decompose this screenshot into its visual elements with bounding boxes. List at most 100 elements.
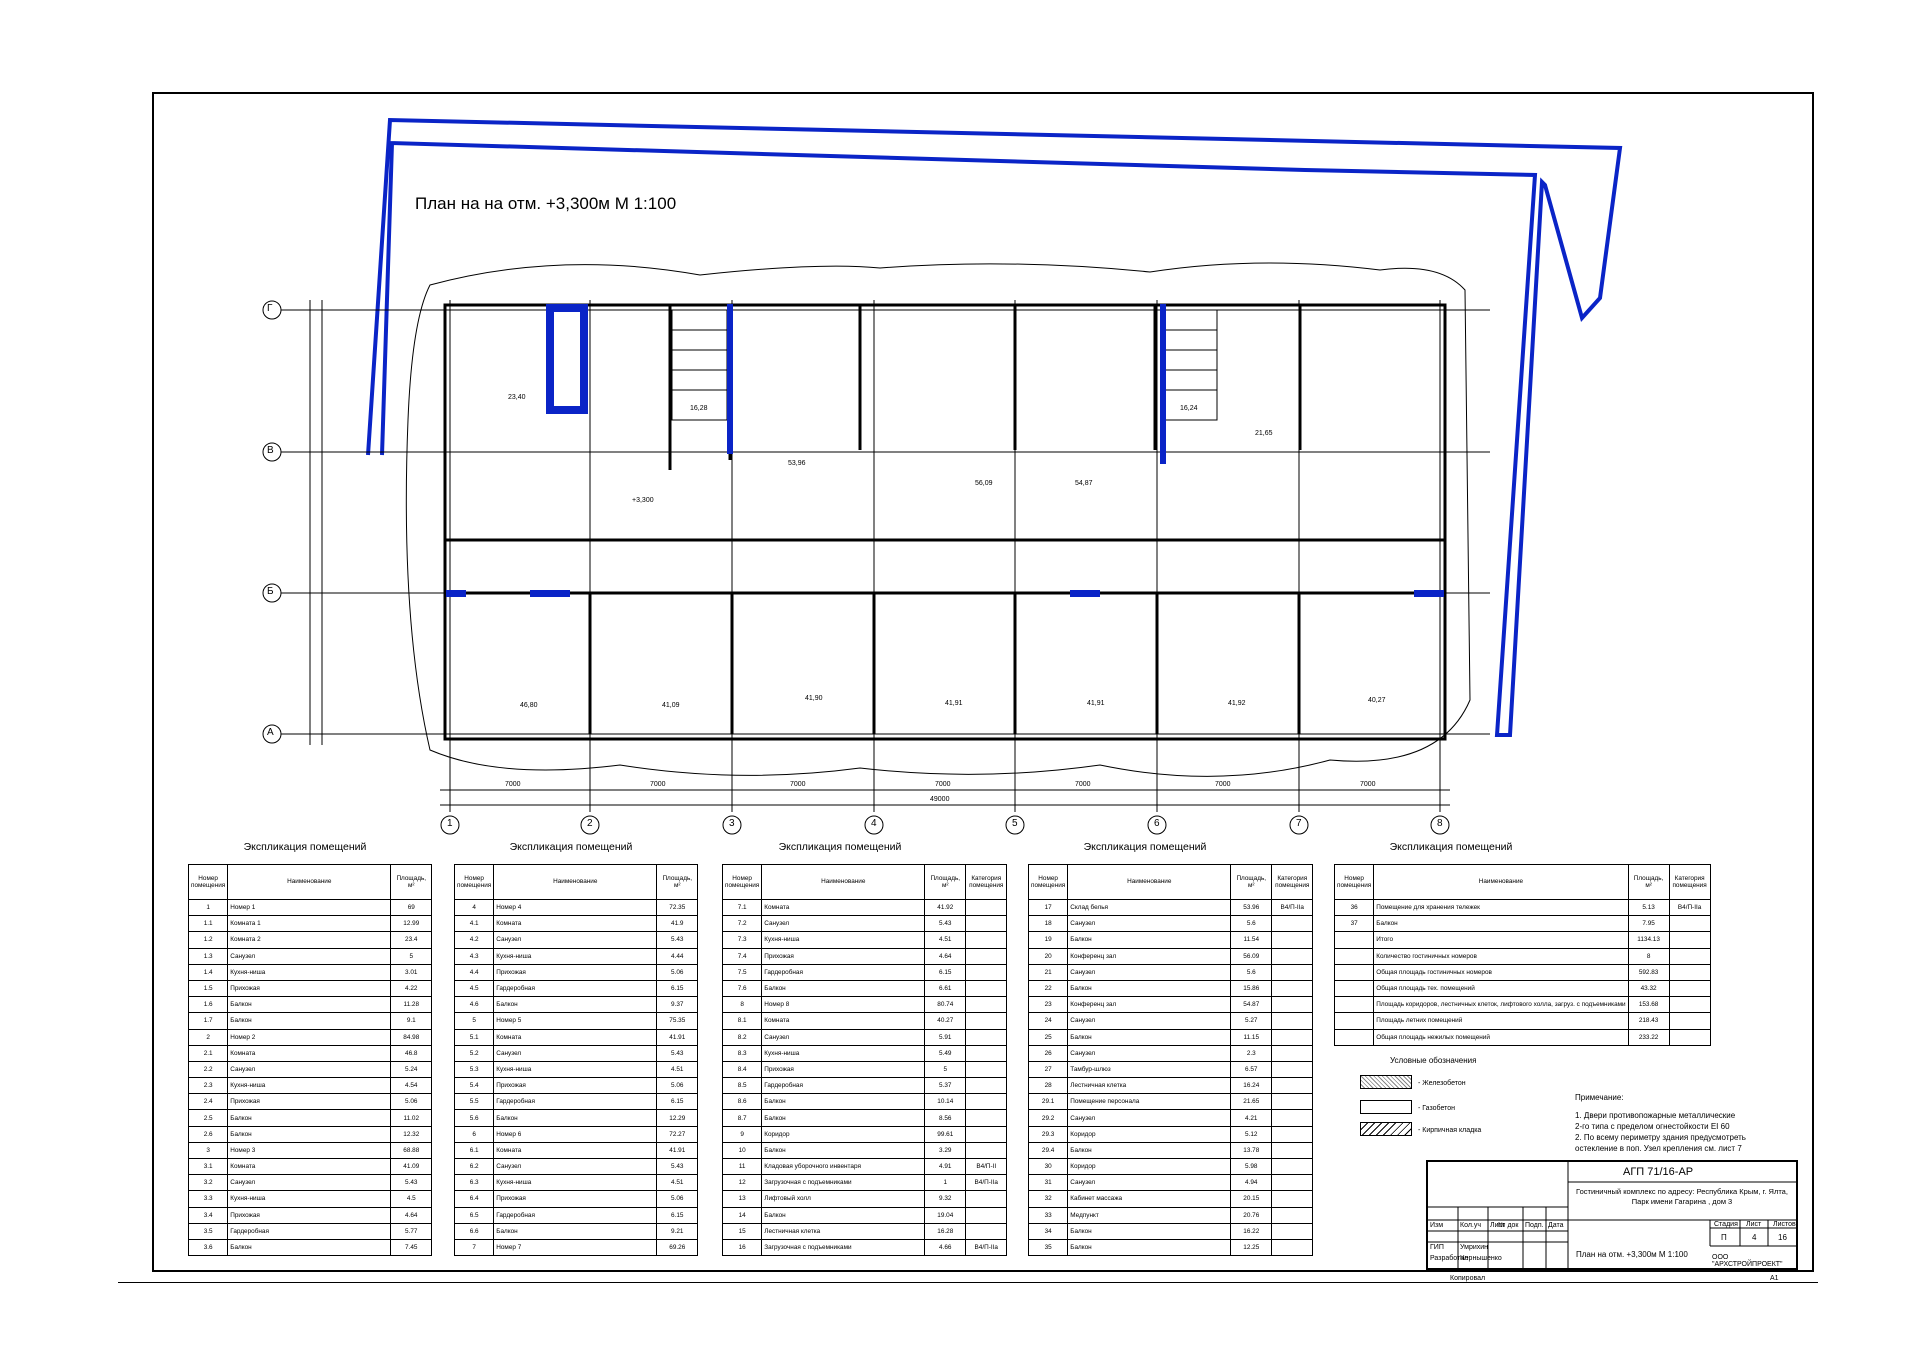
company-name: ООО "АРХСТРОЙПРОЕКТ" (1712, 1254, 1783, 1268)
table-cell: 15.86 (1230, 979, 1273, 998)
table-cell: Кабинет массажа (1067, 1190, 1232, 1208)
legend-title: Условные обозначения (1390, 1056, 1477, 1065)
table-cell: Санузел (1067, 915, 1232, 933)
schedule-header: Категория помещения (965, 864, 1008, 900)
table-cell (1271, 1028, 1314, 1046)
table-cell: Лифтовый холл (761, 1190, 926, 1208)
table-cell (1333, 979, 1375, 998)
table-cell: 23 (1027, 996, 1069, 1014)
table-cell: 5.24 (390, 1060, 433, 1079)
table-cell (1668, 1028, 1711, 1046)
table-cell (1271, 1238, 1314, 1257)
table-cell: 21 (1027, 963, 1069, 981)
table-cell: 6.3 (453, 1174, 495, 1192)
table-cell (1271, 1222, 1314, 1240)
schedule-header: Категория помещения (1668, 864, 1711, 900)
table-cell: 5.43 (390, 1174, 433, 1192)
table-cell: 2.2 (187, 1060, 229, 1079)
table-cell: 24 (1027, 1012, 1069, 1030)
project-code: АГП 71/16-АР (1623, 1166, 1694, 1178)
table-cell: 54.87 (1230, 996, 1273, 1014)
bay-dimension: 7000 (505, 781, 521, 788)
table-cell: Прихожая (493, 1190, 658, 1208)
table-cell: Общая площадь гостиничных номеров (1373, 963, 1629, 981)
legend-swatch-concrete (1360, 1075, 1412, 1089)
format-label: А1 (1770, 1275, 1779, 1282)
note-line: 1. Двери противопожарные металлические (1575, 1111, 1736, 1120)
table-cell: Номер 6 (493, 1125, 658, 1143)
table-cell: Балкон (1067, 931, 1232, 949)
table-cell: 12.25 (1230, 1238, 1273, 1257)
table-cell: 4.54 (390, 1077, 433, 1095)
axis-letter: Г (267, 303, 273, 314)
table-cell: 3.2 (187, 1174, 229, 1192)
axis-letter: Б (267, 586, 274, 597)
table-cell: 3 (187, 1141, 229, 1160)
table-cell (1668, 931, 1711, 949)
table-cell: 6.5 (453, 1206, 495, 1224)
table-cell: Конференц зал (1067, 996, 1232, 1014)
table-cell: 3.4 (187, 1206, 229, 1224)
table-cell: Балкон (761, 1093, 926, 1111)
table-cell: 69 (390, 898, 433, 917)
table-cell: 5.91 (924, 1028, 967, 1046)
table-cell (1271, 996, 1314, 1014)
table-cell: 5.98 (1230, 1157, 1273, 1176)
room-area: 54,87 (1075, 480, 1093, 487)
table-cell: 11 (721, 1157, 763, 1176)
table-cell: Прихожая (493, 1077, 658, 1095)
table-cell: Коридор (1067, 1125, 1232, 1143)
table-cell: 30 (1027, 1157, 1069, 1176)
table-cell: Конференц зал (1067, 947, 1232, 965)
stage-value: П (1721, 1233, 1727, 1242)
sheet-label: Лист (1746, 1221, 1762, 1228)
table-cell: 4.51 (656, 1060, 699, 1079)
table-cell: 4.6 (453, 996, 495, 1014)
table-cell: 5.1 (453, 1028, 495, 1046)
room-area: 16,24 (1180, 405, 1198, 412)
table-cell: Помещение для хранения тележек (1373, 898, 1629, 917)
table-cell: 19 (1027, 931, 1069, 949)
table-cell: Санузел (493, 931, 658, 949)
table-cell: 56.09 (1230, 947, 1273, 965)
table-cell: 3.5 (187, 1222, 229, 1240)
table-cell: 84.98 (390, 1028, 433, 1046)
table-cell: 13 (721, 1190, 763, 1208)
room-area: 21,65 (1255, 430, 1273, 437)
schedule-header: Наименование (1373, 864, 1629, 900)
table-cell (1668, 1012, 1711, 1030)
schedule-header: Номер помещения (721, 864, 763, 900)
table-cell (1271, 1125, 1314, 1143)
table-cell: Гардеробная (227, 1222, 392, 1240)
table-cell: Комната (227, 1157, 392, 1176)
table-cell: Балкон (1067, 979, 1232, 998)
sheet-value: 4 (1752, 1233, 1757, 1242)
table-cell: Тамбур-шлюз (1067, 1060, 1232, 1079)
table-cell: 6.1 (453, 1141, 495, 1160)
table-cell: 2 (187, 1028, 229, 1046)
table-cell: 153.68 (1627, 996, 1670, 1014)
table-cell: Балкон (761, 1109, 926, 1127)
table-cell (1333, 996, 1375, 1014)
table-cell: 6.15 (656, 979, 699, 998)
